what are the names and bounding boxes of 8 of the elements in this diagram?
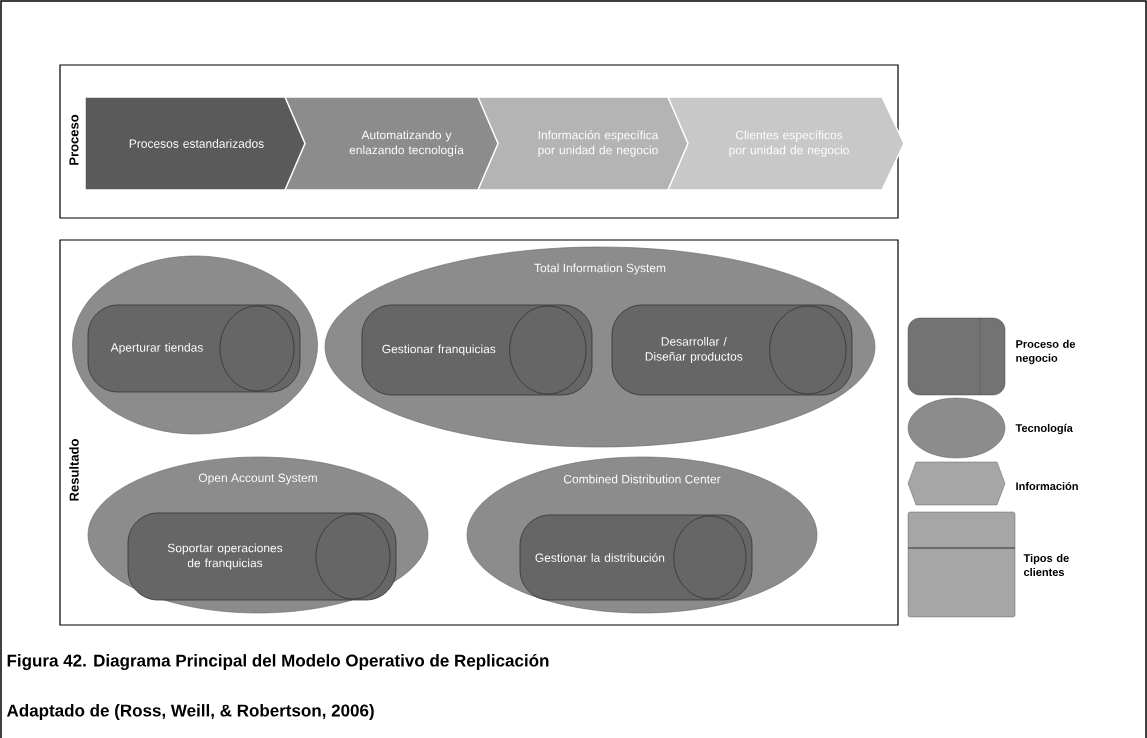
legend-label: Tipos de clientes xyxy=(1023,553,1069,577)
caption: Figura 42. Diagrama Principal del Modelo Operativo de Replicación xyxy=(7,653,549,671)
panel-heading: Proceso xyxy=(69,114,79,165)
source-note: Adaptado de (Ross, Weill, & Robertson, 2006) xyxy=(6,704,374,720)
panel-heading: Resultado xyxy=(69,439,79,501)
legend-label: Información xyxy=(1016,481,1078,491)
legend-label: Proceso de negocio xyxy=(1016,339,1076,365)
legend-label: Tecnología xyxy=(1015,423,1073,435)
